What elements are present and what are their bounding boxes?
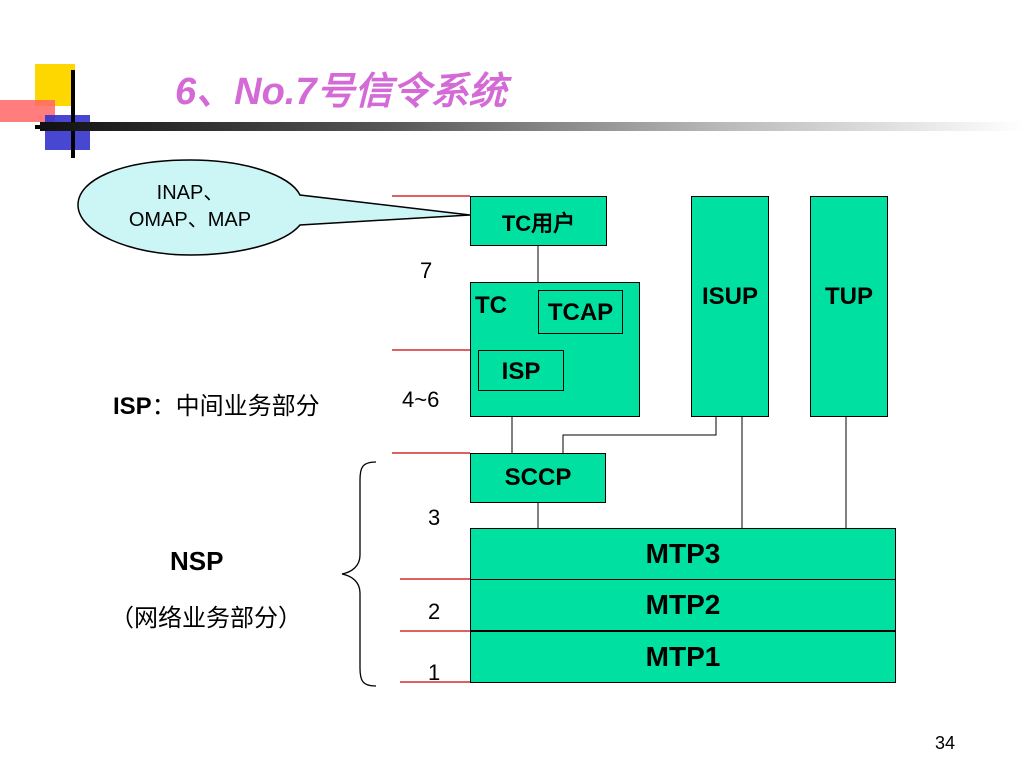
slide-title: 6、No.7号信令系统 <box>175 71 507 113</box>
mtp2-block: MTP2 <box>470 579 896 631</box>
tc-user-block: TC用户 <box>470 196 607 246</box>
callout-text: INAP、 OMAP、MAP <box>110 180 270 234</box>
title-underline <box>40 122 1024 131</box>
isp-annotation-desc: ：中间业务部分 <box>151 393 320 420</box>
layer-3-label: 3 <box>428 505 441 530</box>
layer-dividers <box>392 195 470 683</box>
layer-1-label: 1 <box>428 660 441 685</box>
tc-user-label: TC用户 <box>501 211 576 236</box>
tcap-label: TCAP <box>547 299 614 326</box>
logo-graphic <box>0 64 110 158</box>
callout-line-1: INAP、 <box>156 182 224 204</box>
mtp3-block: MTP3 <box>470 528 896 580</box>
callout-line-2: OMAP、MAP <box>128 209 252 231</box>
isp-annotation-label: ISP <box>113 393 152 420</box>
tup-block: TUP <box>810 196 888 417</box>
tcap-block: TCAP <box>538 290 623 334</box>
nsp-brace <box>341 461 377 687</box>
layer-2-label: 2 <box>428 599 441 624</box>
isp-label: ISP <box>501 358 541 385</box>
tup-label: TUP <box>825 283 873 310</box>
layer-7-label: 7 <box>420 258 433 283</box>
isup-block: ISUP <box>691 196 769 417</box>
isp-annotation: ISP：中间业务部分 <box>113 386 320 421</box>
page-number: 34 <box>935 733 956 753</box>
mtp1-block: MTP1 <box>470 631 896 683</box>
tc-label: TC <box>475 292 507 319</box>
nsp-description: （网络业务部分） <box>110 605 302 632</box>
slide-logo <box>0 60 110 160</box>
isp-block: ISP <box>478 350 564 391</box>
layer-4-6-label: 4~6 <box>402 387 440 412</box>
sccp-label: SCCP <box>504 464 572 491</box>
nsp-label: NSP <box>170 546 224 576</box>
isup-label: ISUP <box>701 283 758 310</box>
sccp-block: SCCP <box>470 453 606 503</box>
callout-bubble <box>77 159 471 256</box>
